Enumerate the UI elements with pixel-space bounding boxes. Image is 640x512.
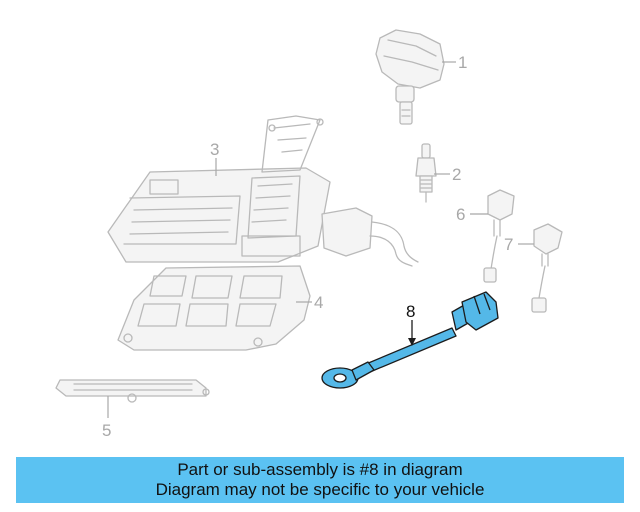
parts-diagram: 1 2 3 4 5 6 7 8 <box>55 29 563 440</box>
callout-label-5: 5 <box>102 421 111 440</box>
callout-4: 4 <box>296 293 323 312</box>
callout-6: 6 <box>456 205 488 224</box>
sensor-7-part <box>531 223 563 313</box>
knock-sensor-part[interactable] <box>321 291 499 389</box>
callout-label-1: 1 <box>458 53 467 72</box>
spark-plug-part <box>415 143 437 203</box>
callout-label-7: 7 <box>504 235 513 254</box>
mounting-bracket-part <box>117 265 311 351</box>
callout-8: 8 <box>406 302 416 346</box>
callout-5: 5 <box>102 396 111 440</box>
disclaimer-banner: Part or sub-assembly is #8 in diagram Di… <box>16 457 624 503</box>
callout-label-2: 2 <box>452 165 461 184</box>
callout-label-6: 6 <box>456 205 465 224</box>
banner-line-2: Diagram may not be specific to your vehi… <box>155 480 485 499</box>
callout-1: 1 <box>442 53 467 72</box>
callout-7: 7 <box>504 235 534 254</box>
callout-label-3: 3 <box>210 140 219 159</box>
callout-label-8: 8 <box>406 302 415 321</box>
callout-2: 2 <box>434 165 461 184</box>
callout-label-4: 4 <box>314 293 323 312</box>
callout-3: 3 <box>210 140 219 176</box>
ignition-coil-part <box>375 29 445 125</box>
control-module-part <box>107 115 419 267</box>
banner-line-1: Part or sub-assembly is #8 in diagram <box>177 460 463 479</box>
rail-strip-part <box>55 379 210 403</box>
